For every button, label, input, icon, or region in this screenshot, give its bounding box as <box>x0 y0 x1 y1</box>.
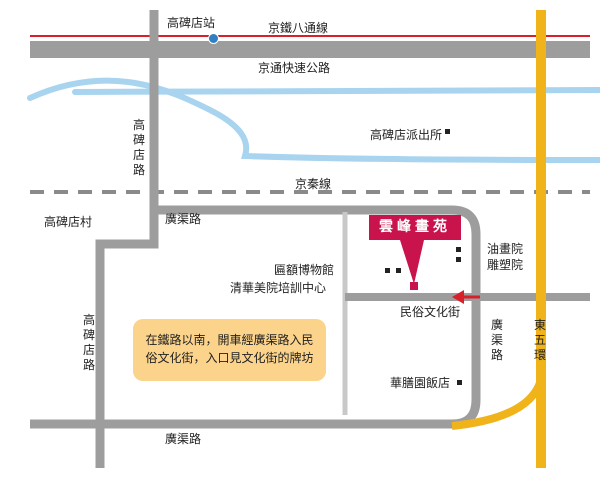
label-jingqin: 京秦線 <box>295 177 332 191</box>
direction-arrow-icon <box>452 290 480 304</box>
label-sculpture: 雕塑院 <box>487 258 524 272</box>
label-oil-painting: 油畫院 <box>487 242 524 256</box>
destination-pointer <box>400 240 424 284</box>
directions-note: 在鐵路以南，開車經廣渠路入民俗文化街，入口見文化街的牌坊 <box>133 319 326 381</box>
label-minsu-street: 民俗文化街 <box>400 305 461 319</box>
river-branch <box>72 87 600 95</box>
huashan-restaurant-dot <box>457 380 462 385</box>
label-east-fifth-ring: 東五環 <box>533 318 546 362</box>
destination-label: 雲峰畫苑 <box>369 215 461 240</box>
plaque-museum-dot <box>385 268 390 273</box>
metro-station-icon <box>208 33 219 44</box>
oil-painting-dot <box>456 247 461 252</box>
label-station: 高碑店站 <box>167 16 216 30</box>
label-police-station: 高碑店派出所 <box>370 128 443 142</box>
label-guangqu-bottom: 廣渠路 <box>165 432 202 446</box>
sculpture-dot <box>456 257 461 262</box>
river <box>27 77 600 163</box>
label-gaobeidian-road-left: 高碑店路 <box>82 313 95 372</box>
label-qinghua-center: 清華美院培訓中心 <box>230 281 327 295</box>
label-guangqu-right: 廣渠路 <box>490 318 503 362</box>
destination-marker <box>410 282 418 290</box>
road-gaobeidian <box>95 10 159 468</box>
label-rail-line: 京鐵八通線 <box>268 21 329 35</box>
label-gaobeidian-road-top: 高碑店路 <box>132 118 145 177</box>
label-expressway: 京通快速公路 <box>258 61 331 75</box>
qinghua-center-dot <box>396 268 401 273</box>
police-station-dot <box>445 129 450 134</box>
road-ring-ramp <box>451 378 545 430</box>
label-huashan-restaurant: 華膳園飯店 <box>390 376 451 390</box>
label-guangqu-top: 廣渠路 <box>165 212 202 226</box>
expressway-band <box>30 41 590 58</box>
label-plaque-museum: 匾額博物館 <box>274 263 335 277</box>
label-village: 高碑店村 <box>44 215 93 229</box>
